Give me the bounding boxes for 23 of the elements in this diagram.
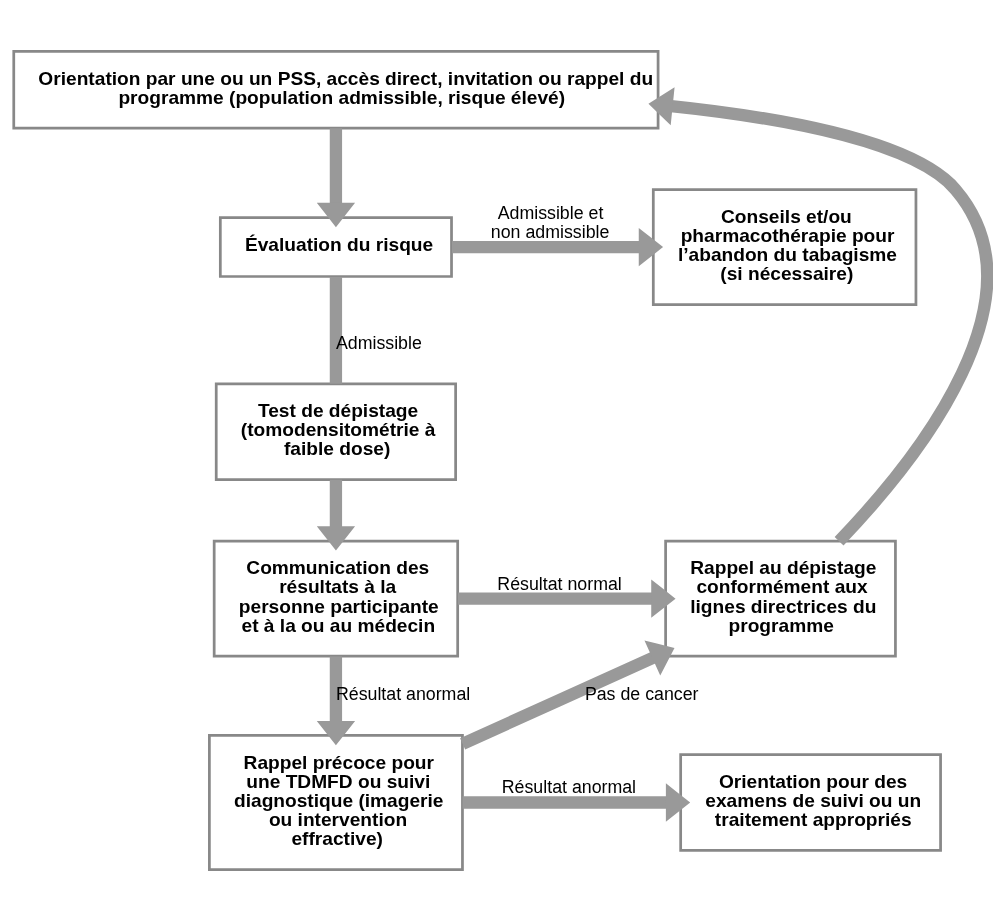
node-box: Évaluation du risque: [218, 216, 453, 278]
arrow: [316, 128, 356, 228]
arrow: [316, 479, 356, 551]
connector: [329, 276, 343, 384]
arrow: [458, 579, 676, 618]
arrow: [316, 656, 356, 746]
arrow: [648, 87, 993, 546]
node-box: Orientation pour des examens de suivi ou un traitement appropriés: [679, 753, 942, 852]
edge-label: Résultat anormal: [501, 777, 637, 798]
edge-label: Admissible: [335, 332, 422, 353]
edge-label: Admissible et non admissible: [490, 202, 610, 243]
edge-label: Pas de cancer: [584, 684, 699, 705]
arrow: [452, 227, 664, 267]
node-box: Rappel au dépistage conformément aux lignes directrices du programme: [664, 539, 897, 658]
arrow: [460, 640, 675, 750]
arrow: [462, 783, 691, 822]
node-box: Test de dépistage (tomodensitométrie à faible dose): [214, 382, 457, 481]
node-box: Rappel précoce pour une TDMFD ou suivi diagnostique (imagerie ou intervention effractive): [208, 734, 464, 871]
edge-label: Résultat normal: [497, 573, 622, 594]
edge-label: Résultat anormal: [335, 684, 471, 705]
node-box: Communication des résultats à la personne participante et à la ou au médecin: [212, 539, 460, 658]
node-box: Orientation par une ou un PSS, accès direct, invitation ou rappel du programme (population admissible, risque élevé): [12, 50, 660, 130]
node-box: Conseils et/ou pharmacothérapie pour l’abandon du tabagisme (si nécessaire): [651, 188, 918, 306]
